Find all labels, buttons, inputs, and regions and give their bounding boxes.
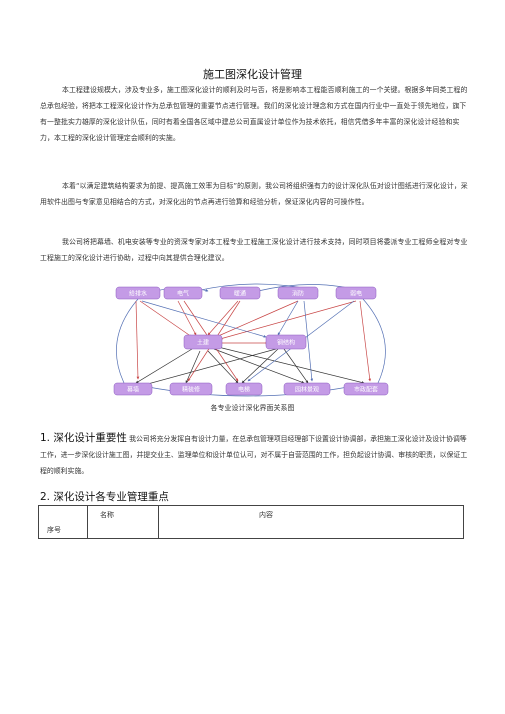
- diagram-top-row: 给排水 电气 暖通 消防 弱电: [115, 286, 377, 300]
- node-water-supply: 给排水: [129, 290, 147, 298]
- header-content: 内容: [158, 505, 464, 539]
- node-curtain-wall: 幕墙: [127, 386, 139, 394]
- table-header-row: 序号 名称 内容: [38, 505, 464, 539]
- paragraph-principle: 本着“以满足建筑结构要求为前提、提高施工效率为目标”的原则，我公司将组织强有力的…: [40, 182, 468, 206]
- node-municipal-supporting: 市政配套: [354, 386, 378, 394]
- node-fire-protection: 消防: [292, 290, 304, 298]
- diagram-center-row: 土建 钢结构: [183, 334, 307, 350]
- node-elevator: 电梯: [238, 386, 250, 394]
- discipline-relationship-diagram: 给排水 电气 暖通 消防 弱电 土建 钢结构 幕墙 精装修 电梯 园林景观: [113, 283, 389, 397]
- node-low-voltage: 弱电: [350, 290, 362, 298]
- section-key-points-heading: 2. 深化设计各专业管理重点: [40, 491, 169, 503]
- section-importance-heading: 1. 深化设计重要性: [40, 432, 127, 444]
- node-steel-structure: 钢结构: [277, 339, 295, 347]
- header-name: 名称: [87, 505, 159, 539]
- node-hvac: 暖通: [234, 290, 246, 298]
- header-serial-number: 序号: [38, 505, 88, 539]
- node-civil: 土建: [197, 339, 209, 347]
- key-points-table: 序号 名称 内容: [38, 505, 464, 539]
- node-electrical: 电气: [177, 290, 189, 298]
- section-importance: 1. 深化设计重要性 我公司将充分发挥自有设计力量，在总承包管理项目经理部下设置…: [40, 430, 470, 479]
- diagram-bottom-row: 幕墙 精装修 电梯 园林景观 市政配套: [113, 382, 389, 396]
- node-interior-finishing: 精装修: [182, 386, 200, 394]
- paragraph-intro: 本工程建设规模大，涉及专业多，施工图深化设计的顺利及时与否，将是影响本工程能否顺…: [40, 86, 468, 142]
- paragraph-support: 我公司将把幕墙、机电安装等专业的资深专家对本工程专业工程施工深化设计进行技术支持…: [40, 238, 468, 262]
- node-landscaping: 园林景观: [295, 386, 319, 394]
- page-title: 施工图深化设计管理: [203, 68, 302, 81]
- figure-caption: 各专业设计深化界面关系图: [210, 404, 295, 412]
- section-importance-text: 我公司将充分发挥自有设计力量，在总承包管理项目经理部下设置设计协调部，承担施工深…: [40, 435, 468, 475]
- diagram-connections: [116, 283, 386, 397]
